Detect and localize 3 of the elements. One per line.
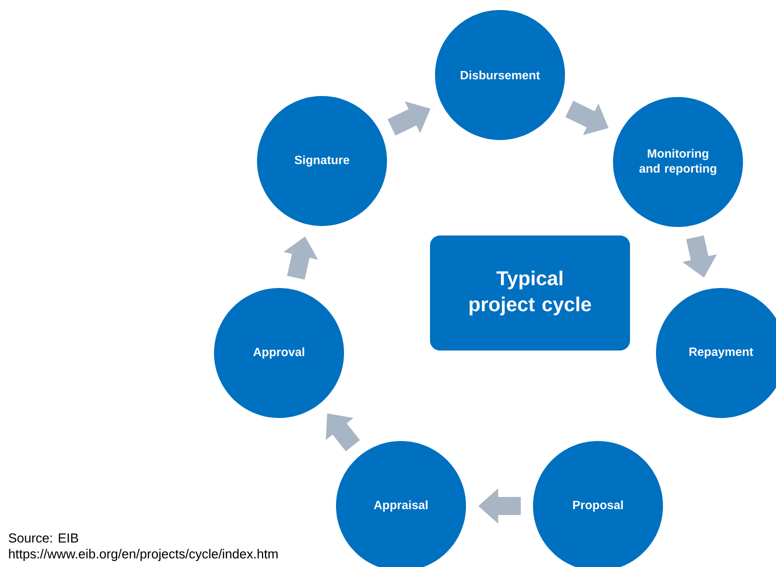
title-box: Typical project cycle [430,236,630,350]
source-note: https://www.eib.org/en/projects/cycle/index.htm [9,548,278,562]
source-note: Source: EIB [8,533,78,543]
